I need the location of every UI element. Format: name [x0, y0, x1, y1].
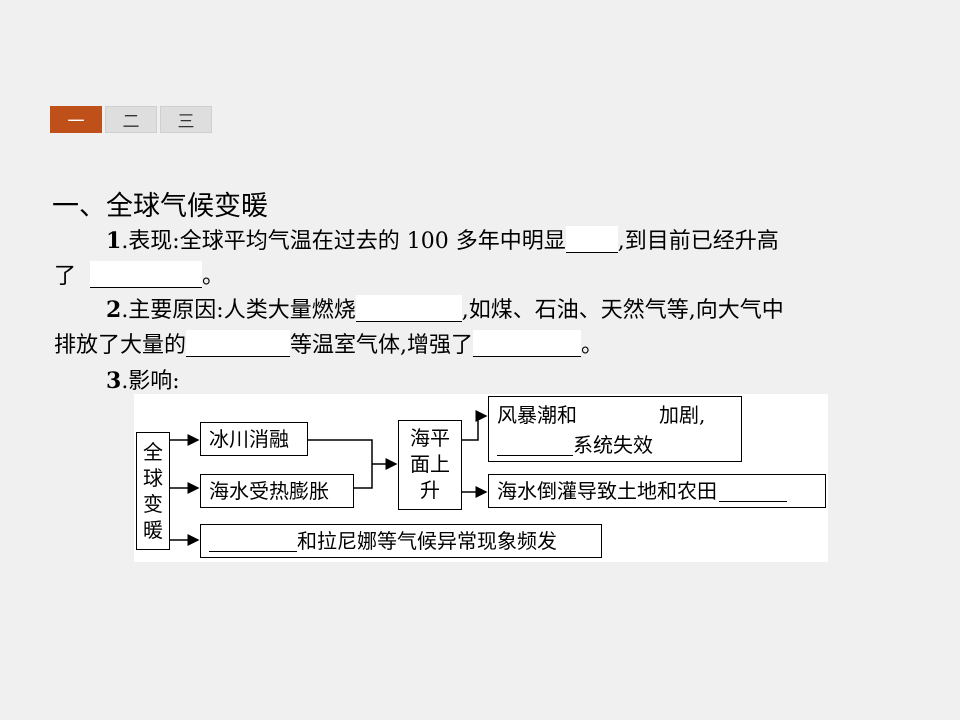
- blank-field[interactable]: [565, 226, 618, 253]
- connector-expansion: [354, 464, 373, 489]
- box-seawater-intrusion: 海水倒灌导致土地和农田: [488, 474, 826, 508]
- root-box-global-warming: 全球变暖: [136, 432, 170, 550]
- impact-flow-diagram: 全球变暖 冰川消融 海水受热膨胀 海平面上升 风暴潮和加剧, 系统失效 海水倒灌…: [134, 394, 828, 562]
- connector-glacier: [308, 439, 373, 464]
- item-number: 1: [106, 228, 122, 254]
- paragraph-impact: 3.影响:: [106, 368, 180, 394]
- box-enso-effect: 和拉尼娜等气候异常现象频发: [200, 524, 602, 558]
- item-number: 3: [106, 368, 122, 394]
- arrow-to-storm: [462, 410, 488, 441]
- blank-field[interactable]: [473, 330, 582, 357]
- paragraph-manifestation: 1.表现:全球平均气温在过去的 100 多年中明显,到目前已经升高 了 。: [54, 226, 779, 289]
- box-sea-level-rise: 海平面上升: [398, 420, 462, 510]
- box-glacier-melting: 冰川消融: [200, 422, 308, 456]
- tab-2[interactable]: 二: [105, 106, 157, 133]
- paragraph-cause: 2.主要原因:人类大量燃烧,如煤、石油、天然气等,向大气中 排放了大量的等温室气…: [54, 295, 784, 358]
- item-number: 2: [106, 297, 122, 323]
- blank-field[interactable]: [90, 261, 203, 288]
- box-thermal-expansion: 海水受热膨胀: [200, 474, 354, 508]
- box-storm-effect: 风暴潮和加剧, 系统失效: [488, 396, 742, 462]
- tab-3[interactable]: 三: [160, 106, 212, 133]
- blank-field[interactable]: [497, 433, 573, 456]
- flow-arrows: [170, 410, 488, 546]
- tab-1[interactable]: 一: [50, 106, 102, 133]
- blank-field[interactable]: [719, 479, 787, 502]
- tab-bar: 一 二 三: [50, 106, 212, 133]
- section-title: 一、全球气候变暖: [52, 191, 268, 222]
- blank-field[interactable]: [209, 529, 297, 552]
- blank-field[interactable]: [186, 330, 291, 357]
- blank-field[interactable]: [355, 295, 462, 322]
